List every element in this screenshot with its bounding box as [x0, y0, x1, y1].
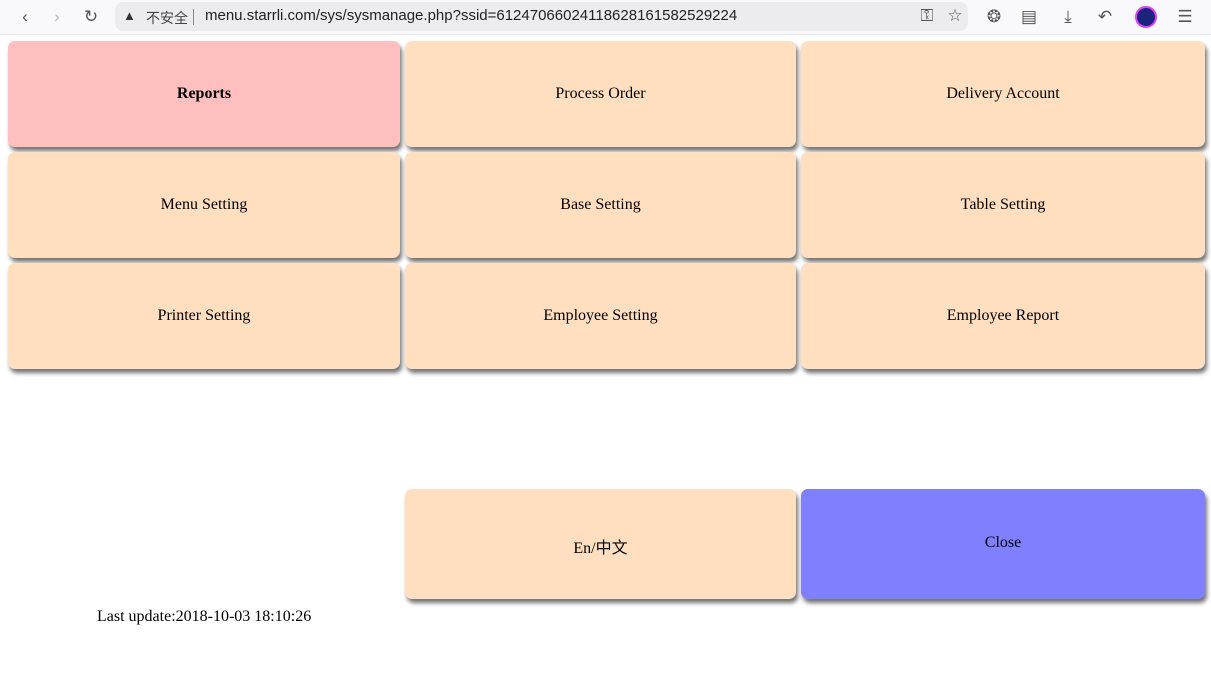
- menu-icon[interactable]: ☰: [1177, 7, 1193, 26]
- employee-setting-button[interactable]: Employee Setting: [405, 263, 796, 369]
- reload-icon[interactable]: ↻: [83, 7, 99, 26]
- warning-icon: ▲: [123, 8, 136, 23]
- last-update-text: Last update:2018-10-03 18:10:26: [97, 608, 312, 625]
- base-setting-button[interactable]: Base Setting: [405, 152, 796, 258]
- extensions-icon[interactable]: ❂: [986, 7, 1002, 26]
- back-icon[interactable]: ‹: [22, 7, 28, 26]
- download-icon[interactable]: ⤓: [1064, 7, 1072, 26]
- table-setting-button[interactable]: Table Setting: [801, 152, 1205, 258]
- employee-report-button[interactable]: Employee Report: [801, 263, 1205, 369]
- printer-setting-button[interactable]: Printer Setting: [8, 263, 400, 369]
- insecure-label: 不安全: [146, 10, 188, 26]
- divider: [193, 9, 194, 25]
- menu-setting-button[interactable]: Menu Setting: [8, 152, 400, 258]
- language-toggle-button[interactable]: En/中文: [405, 489, 796, 599]
- delivery-account-button[interactable]: Delivery Account: [801, 41, 1205, 147]
- profile-avatar-icon[interactable]: [1134, 5, 1158, 29]
- url-text[interactable]: menu.starrli.com/sys/sysmanage.php?ssid=…: [205, 7, 738, 24]
- collections-icon[interactable]: ▤: [1020, 7, 1038, 26]
- close-button[interactable]: Close: [801, 489, 1205, 599]
- undo-icon[interactable]: ↶: [1097, 7, 1113, 26]
- process-order-button[interactable]: Process Order: [405, 41, 796, 147]
- address-bar[interactable]: ▲ 不安全 menu.starrli.com/sys/sysmanage.php…: [115, 2, 968, 31]
- reports-button[interactable]: Reports: [8, 41, 400, 147]
- browser-toolbar: ‹ › ↻ ▲ 不安全 menu.starrli.com/sys/sysmana…: [0, 0, 1211, 35]
- star-icon[interactable]: ☆: [947, 6, 963, 25]
- forward-icon[interactable]: ›: [54, 7, 60, 26]
- key-icon[interactable]: ⚿: [920, 6, 934, 25]
